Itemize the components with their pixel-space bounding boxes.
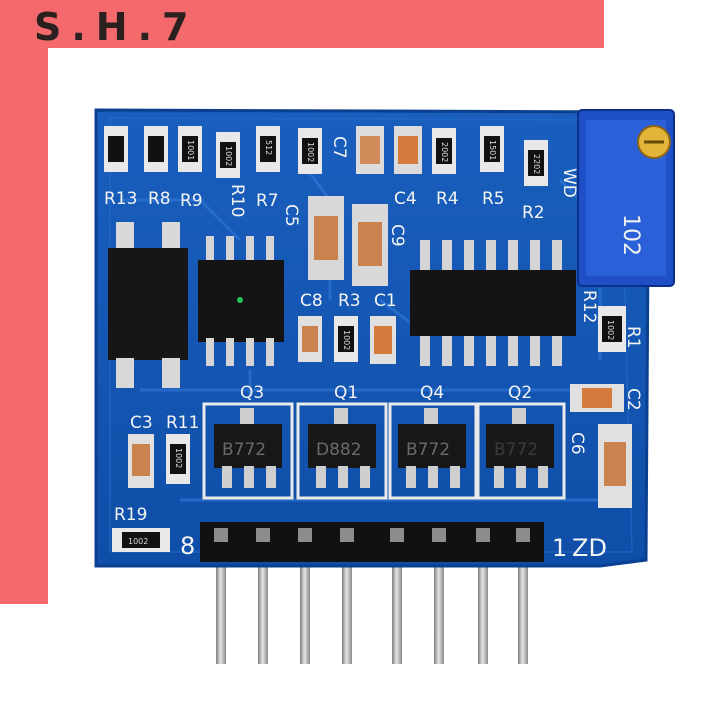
frame-left-bar — [0, 0, 48, 604]
chip-marking-q3: B772 — [222, 440, 266, 460]
label-r3: R3 — [338, 291, 361, 311]
rcode-r9: 1001 — [186, 140, 195, 160]
pin-header — [200, 522, 544, 562]
header-pins — [216, 560, 528, 664]
transistor-q4 — [398, 408, 466, 488]
rcode-r10: 1002 — [224, 146, 233, 166]
label-r8: R8 — [148, 189, 171, 209]
rcode-c5: 1002 — [306, 142, 315, 162]
label-c7: C7 — [329, 136, 349, 159]
label-c5: C5 — [281, 204, 301, 227]
chip-marking-q2: B772 — [494, 440, 538, 460]
label-r13: R13 — [104, 189, 137, 209]
label-r11: R11 — [166, 413, 199, 433]
chip-marking-q1: D882 — [316, 440, 362, 460]
transistor-q2 — [486, 408, 554, 488]
transistor-boxes — [202, 402, 566, 500]
brand-logo: S.H.7 — [34, 5, 199, 49]
rcode-r19: 1002 — [128, 537, 148, 546]
label-r10: R10 — [227, 184, 247, 217]
label-c2: C2 — [623, 388, 643, 411]
silkscreen-labels: R13 R8 R9 R10 R7 C7 C4 R4 R5 R2 C8 R3 C1… — [104, 136, 643, 562]
lower-left-parts — [112, 424, 632, 552]
label-pin8: 8 — [180, 532, 195, 560]
label-r9: R9 — [180, 191, 203, 211]
label-q4: Q4 — [420, 383, 444, 403]
top-row-resistors — [104, 126, 548, 186]
rcode-r3: 1002 — [342, 330, 351, 350]
label-c1: C1 — [374, 291, 397, 311]
label-c3: C3 — [130, 413, 153, 433]
label-c4: C4 — [394, 189, 417, 209]
label-q1: Q1 — [334, 383, 358, 403]
potentiometer: 102 — [577, 109, 675, 287]
label-r4: R4 — [436, 189, 459, 209]
soic8-chip — [198, 236, 284, 366]
label-wd: WD — [559, 168, 579, 198]
label-c8: C8 — [300, 291, 323, 311]
chip-marking-q4: B772 — [406, 440, 450, 460]
rcode-r2: 2202 — [532, 154, 541, 174]
electrolytic-caps — [308, 196, 388, 286]
rcode-r11: 1002 — [174, 448, 183, 468]
label-r7: R7 — [256, 191, 279, 211]
label-r1: R1 — [623, 326, 643, 349]
rcode-r4: 2002 — [440, 142, 449, 162]
label-zd: ZD — [572, 534, 607, 562]
label-r2: R2 — [522, 203, 545, 223]
label-r12: R12 — [579, 290, 599, 323]
main-ic — [410, 240, 576, 366]
frame-top-bar — [0, 0, 604, 48]
rcode-r1: 1002 — [606, 320, 615, 340]
label-q2: Q2 — [508, 383, 532, 403]
middle-smd-parts — [298, 306, 626, 412]
label-r5: R5 — [482, 189, 505, 209]
label-q3: Q3 — [240, 383, 264, 403]
label-c9: C9 — [387, 224, 407, 247]
label-r19: R19 — [114, 505, 147, 525]
resistor-codes: 1001 1002 512 1002 2002 1501 2202 1002 1… — [128, 140, 615, 546]
rcode-r7: 512 — [264, 140, 273, 155]
transistor-q1 — [308, 408, 376, 488]
label-pin1: 1 — [552, 534, 567, 562]
label-c6: C6 — [567, 432, 587, 455]
optocoupler — [108, 222, 188, 388]
pot-marking: 102 — [618, 214, 643, 256]
transistor-q3 — [214, 408, 282, 488]
rcode-r5: 1501 — [488, 140, 497, 160]
